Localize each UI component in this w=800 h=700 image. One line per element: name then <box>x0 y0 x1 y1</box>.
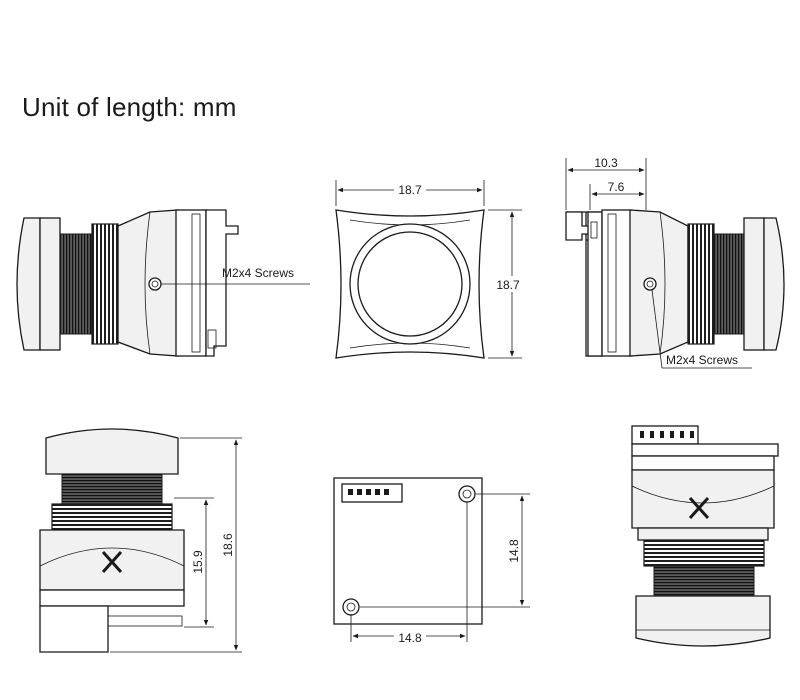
unit-title: Unit of length: mm <box>22 92 237 122</box>
lens-cap-right <box>743 217 765 351</box>
bottom-left-view: 15.9 18.6 <box>39 428 242 653</box>
camera-body-right <box>629 209 689 357</box>
pcb-connector <box>205 209 239 357</box>
dim-height-inner-label: 15.9 <box>191 550 205 574</box>
logo-x-mark-right <box>688 496 710 520</box>
focus-ring <box>91 223 119 345</box>
lens-dome-right <box>763 217 785 351</box>
housing-plate <box>175 209 207 357</box>
dim-height-outer-label: 18.6 <box>221 533 235 557</box>
hole-spacing-v-label: 14.8 <box>507 539 521 563</box>
mount-hole-top <box>458 485 476 503</box>
lens-dome <box>16 217 41 351</box>
dim-outer-label: 10.3 <box>594 156 618 170</box>
hole-spacing-h-label: 14.8 <box>398 631 422 645</box>
side-view-right: M2x4 Screws 10.3 7.6 <box>565 156 785 369</box>
front-view: 18.7 18.7 <box>335 180 524 359</box>
connector-back <box>341 483 403 503</box>
lens-cap <box>39 217 61 351</box>
screw-callout-right: M2x4 Screws <box>666 353 738 367</box>
front-height-label: 18.7 <box>496 278 520 292</box>
pcb-board-right <box>587 211 603 357</box>
lens-thread-top <box>653 565 755 597</box>
board-bottom <box>39 605 109 653</box>
back-view: 14.8 14.8 <box>333 477 530 645</box>
logo-x-mark <box>101 550 123 574</box>
connector-pins <box>348 489 389 495</box>
lens-top <box>45 428 179 475</box>
focus-ring-bottom <box>51 503 173 531</box>
housing-plate-right <box>601 209 633 357</box>
dim-inner-label: 7.6 <box>608 180 625 194</box>
screw-callout-left: M2x4 Screws <box>222 266 294 280</box>
lens-thread-right <box>713 233 745 335</box>
housing-bottom-plate <box>39 589 185 607</box>
screw-hole <box>148 277 162 291</box>
lens-thread-bottom <box>61 473 163 505</box>
bottom-right-view <box>631 425 779 647</box>
screw-hole-right <box>643 277 657 291</box>
lens-bottom <box>635 595 771 647</box>
side-view-left: M2x4 Screws <box>16 209 310 357</box>
front-width-label: 18.7 <box>398 183 422 197</box>
focus-ring-top <box>643 539 765 567</box>
mount-hole-bottom <box>342 598 360 616</box>
board-top <box>631 443 779 457</box>
lens-inner <box>357 231 463 337</box>
body-top <box>631 469 775 529</box>
lens-thread <box>59 233 93 335</box>
focus-ring-right <box>687 223 715 345</box>
